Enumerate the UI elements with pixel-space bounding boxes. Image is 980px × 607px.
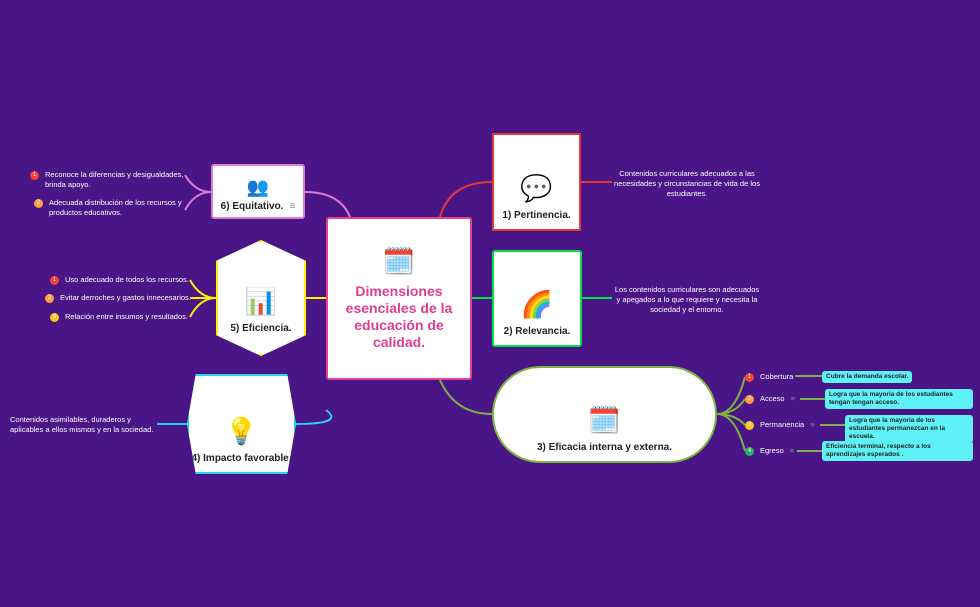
central-topic[interactable]: 🗓️ Dimensiones esenciales de la educació… bbox=[326, 217, 472, 380]
item-label: Acceso bbox=[760, 394, 785, 403]
notes-icon[interactable]: ≡ bbox=[790, 394, 795, 403]
calendar-checklist-icon: 🗓️ bbox=[588, 405, 621, 435]
node-relevancia[interactable]: 🌈 2) Relevancia. bbox=[492, 250, 582, 347]
node-pertinencia[interactable]: 💬 1) Pertinencia. bbox=[492, 133, 581, 231]
eficacia-item-egreso[interactable]: 4 Egreso ≡ bbox=[745, 446, 794, 456]
analytics-chart-icon: 📊 bbox=[244, 286, 278, 316]
note-acceso[interactable]: Logra que la mayoria de los estudiantes … bbox=[825, 389, 973, 409]
node-label: 6) Equitativo. bbox=[220, 201, 284, 212]
node-label: 1) Pertinencia. bbox=[502, 210, 571, 221]
node-label: 3) Eficacia interna y externa. bbox=[536, 442, 673, 453]
eficiencia-item[interactable]: 1 Uso adecuado de todos los recursos. bbox=[50, 275, 189, 285]
number-badge: 1 bbox=[745, 372, 754, 382]
notes-icon[interactable]: ≡ bbox=[810, 420, 815, 429]
yes-rainbow-icon: 🌈 bbox=[520, 289, 554, 319]
eficacia-item-permanencia[interactable]: 3 Permanencia ≡ bbox=[745, 420, 815, 430]
calendar-checklist-icon: 🗓️ bbox=[382, 246, 416, 276]
number-badge: 1 bbox=[30, 171, 39, 180]
number-badge: 1 bbox=[50, 275, 59, 285]
note-permanencia[interactable]: Logra que la mayoria de los estudiantes … bbox=[845, 415, 973, 443]
notes-icon[interactable]: ≡ bbox=[789, 446, 795, 455]
node-label: 4) Impacto favorable. bbox=[191, 453, 292, 464]
item-text: Relación entre insumos y resultados. bbox=[65, 312, 188, 321]
node-impacto[interactable]: 💡 4) Impacto favorable. bbox=[187, 374, 296, 474]
central-title: Dimensiones esenciales de la educación d… bbox=[345, 283, 453, 350]
people-meeting-icon: 👥 bbox=[246, 177, 270, 197]
equitativo-item[interactable]: 2 Adecuada distribución de los recursos y… bbox=[34, 198, 189, 218]
idea-lightbulb-icon: 💡 bbox=[225, 416, 258, 446]
number-badge: 4 bbox=[745, 446, 754, 456]
eficacia-item-acceso[interactable]: 2 Acceso ≡ bbox=[745, 394, 795, 404]
relevancia-description: Los contenidos curriculares son adecuado… bbox=[614, 285, 760, 314]
item-label: Egreso bbox=[760, 446, 784, 455]
number-badge: 2 bbox=[34, 199, 43, 208]
item-text: Uso adecuado de todos los recursos. bbox=[65, 275, 189, 284]
number-badge: 3 bbox=[50, 312, 59, 322]
node-label: 5) Eficiencia. bbox=[230, 323, 292, 334]
equitativo-item[interactable]: 1 Reconoce la diferencias y desigualdades… bbox=[30, 170, 190, 190]
item-label: Permanencia bbox=[760, 420, 805, 429]
number-badge: 2 bbox=[45, 293, 54, 303]
eficiencia-item[interactable]: 2 Evitar derroches y gastos innecesarios. bbox=[45, 293, 191, 303]
notes-icon[interactable]: ≡ bbox=[289, 201, 296, 212]
item-text: Reconoce la diferencias y desigualdades,… bbox=[45, 170, 184, 189]
node-equitativo[interactable]: 👥 6) Equitativo. ≡ bbox=[211, 164, 305, 219]
node-label: 2) Relevancia. bbox=[503, 326, 571, 337]
number-badge: 2 bbox=[745, 394, 754, 404]
item-text: Adecuada distribución de los recursos y … bbox=[49, 198, 182, 217]
node-eficacia[interactable]: 🗓️ 3) Eficacia interna y externa. bbox=[492, 366, 717, 463]
note-egreso[interactable]: Eficiencia terminal, respecto a los apre… bbox=[822, 441, 973, 461]
social-media-icon: 💬 bbox=[520, 173, 553, 203]
node-eficiencia[interactable]: 📊 5) Eficiencia. bbox=[216, 240, 306, 356]
number-badge: 3 bbox=[745, 420, 754, 430]
impacto-description: Contenidos asimilables, duraderos y apli… bbox=[10, 415, 154, 434]
eficacia-item-cobertura[interactable]: 1 Cobertura bbox=[745, 372, 793, 382]
eficiencia-item[interactable]: 3 Relación entre insumos y resultados. bbox=[50, 312, 188, 322]
item-text: Evitar derroches y gastos innecesarios. bbox=[60, 293, 191, 302]
note-cobertura[interactable]: Cubre la demanda escolar. bbox=[822, 371, 913, 383]
item-label: Cobertura bbox=[760, 372, 794, 381]
pertinencia-description: Contenidos curriculares adecuados a las … bbox=[614, 169, 760, 198]
